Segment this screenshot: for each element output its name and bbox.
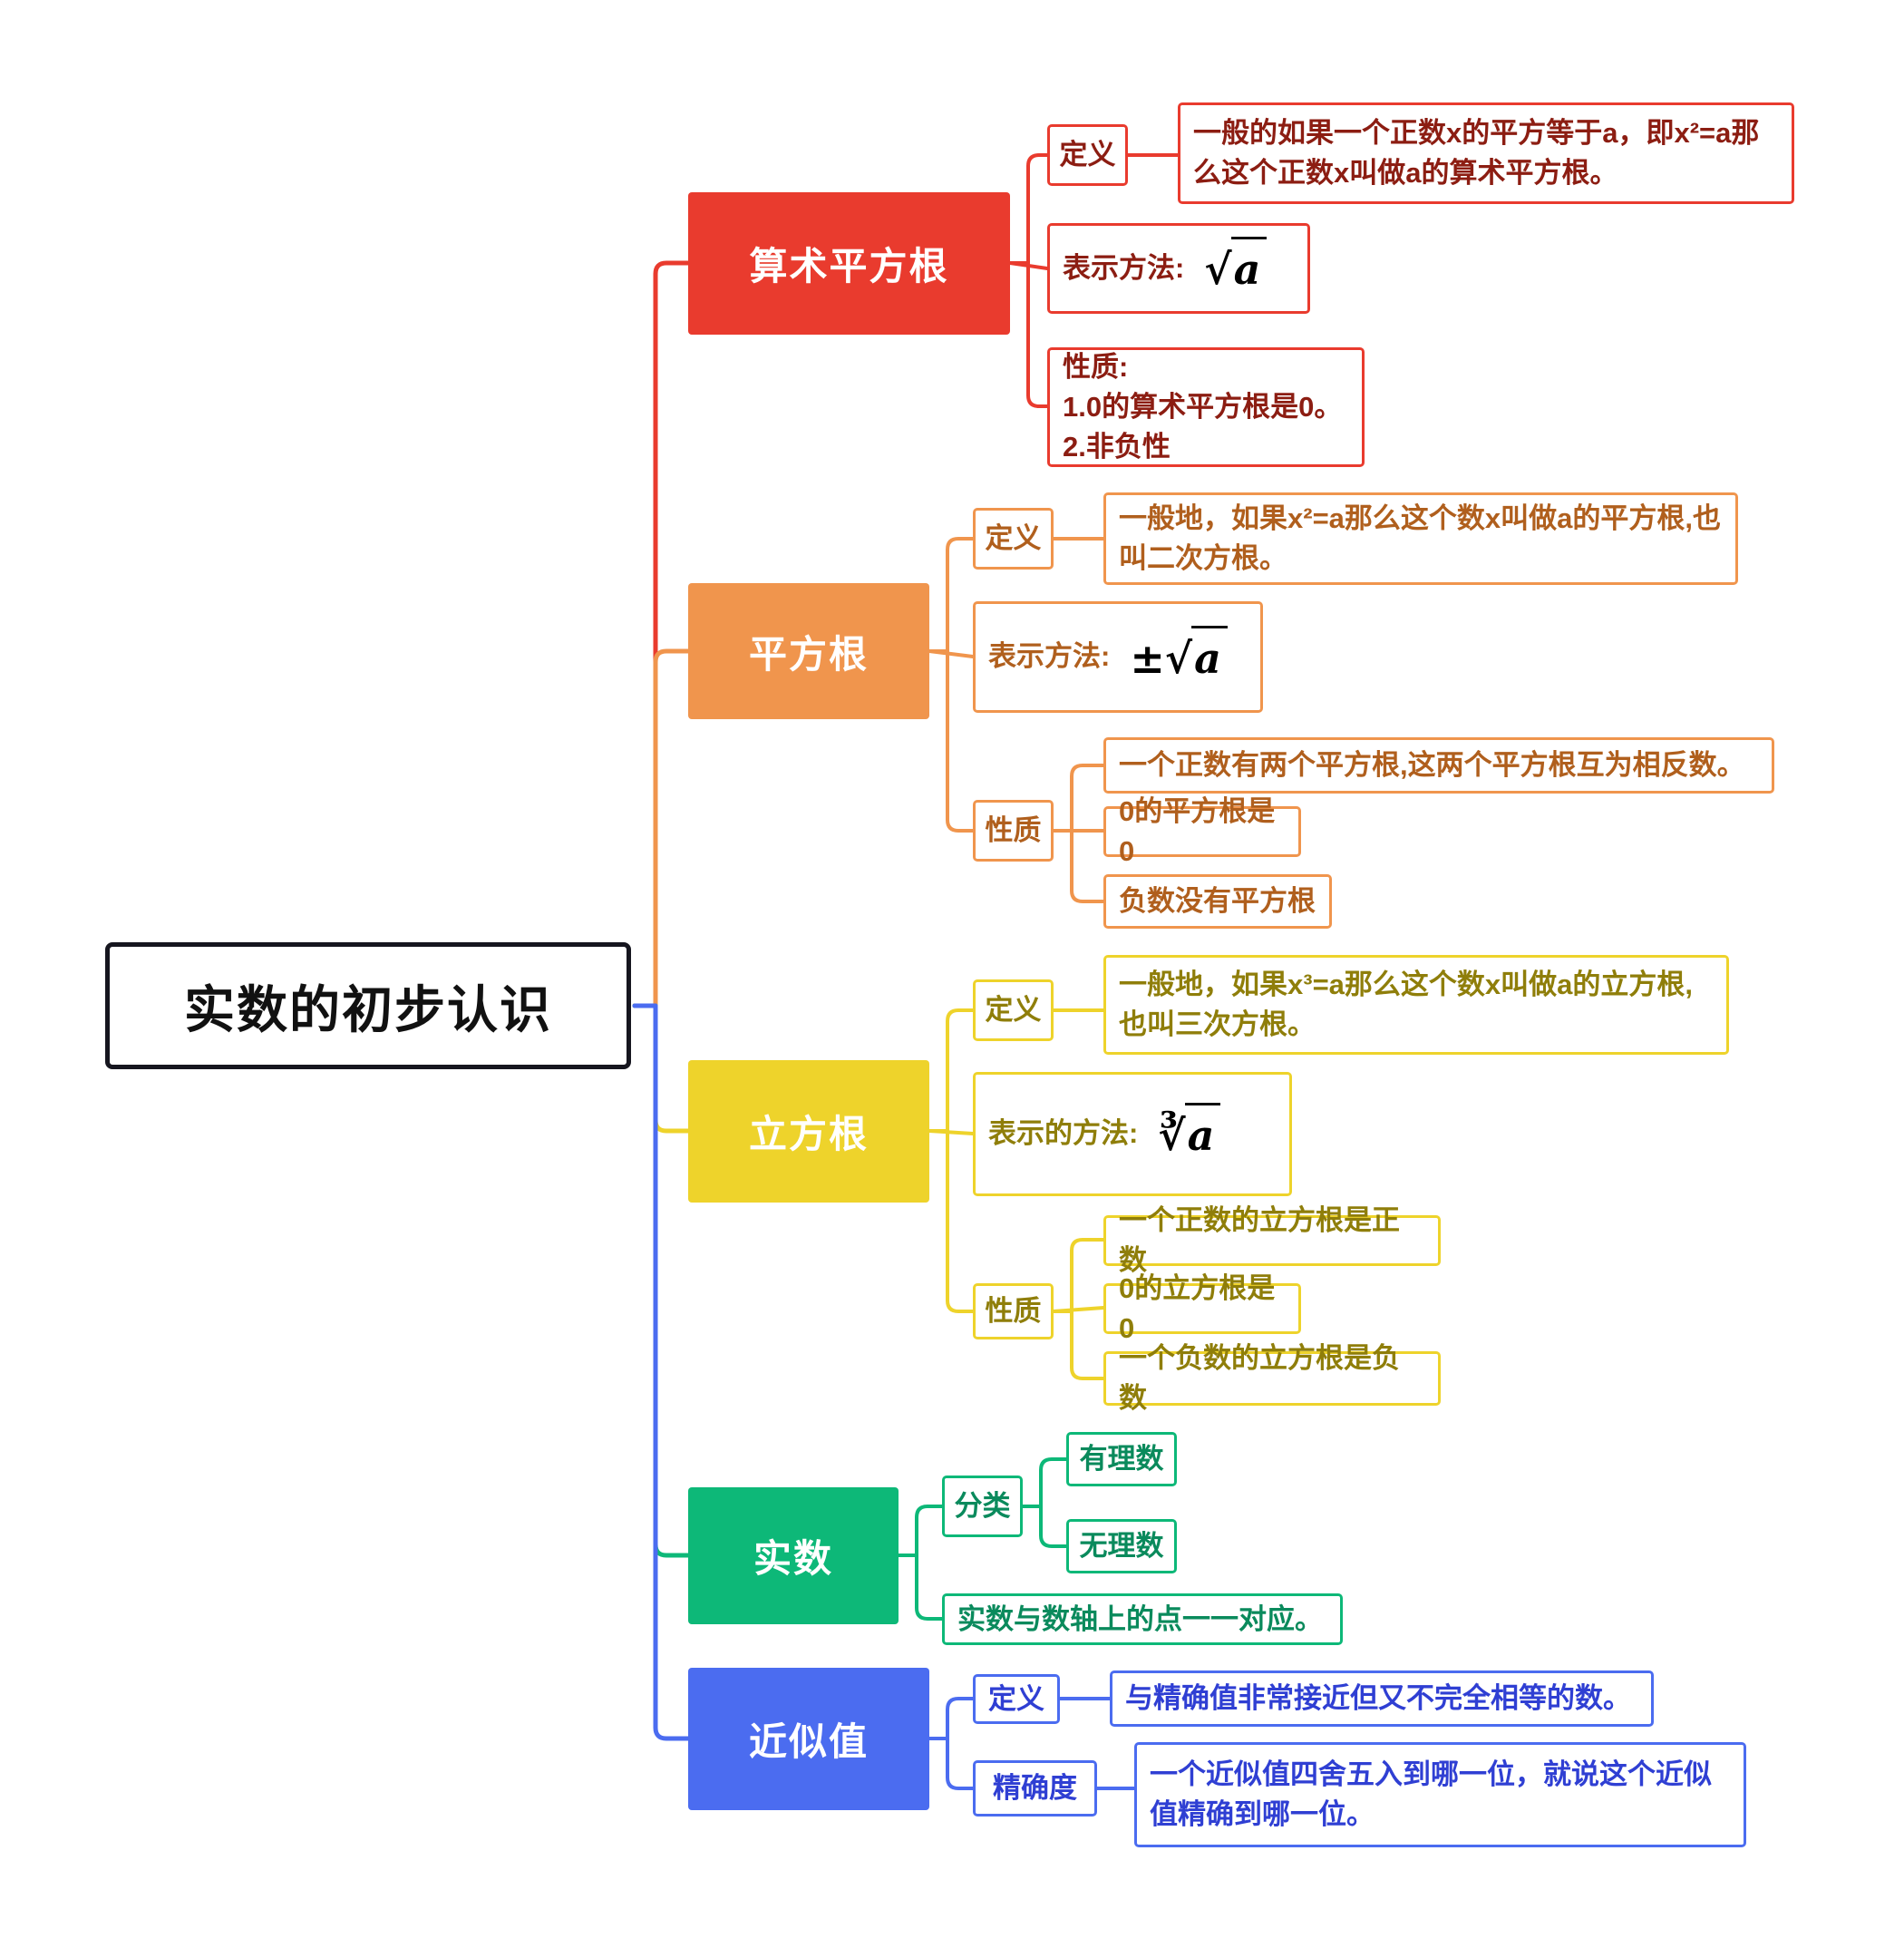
connector-asr-properties (1008, 261, 1049, 408)
branch-label: 平方根 (748, 632, 869, 676)
asr-properties-box[interactable]: 性质: 1.0的算术平方根是0。 2.非负性 (1047, 347, 1365, 467)
sqrt-property-1[interactable]: 一个正数有两个平方根,这两个平方根互为相反数。 (1103, 737, 1774, 794)
connector-approx-definition (928, 1697, 975, 1740)
real-class-irrational[interactable]: 无理数 (1066, 1519, 1177, 1573)
connector-asr-definition (1008, 153, 1049, 265)
branch-real[interactable]: 实数 (688, 1487, 899, 1624)
cube-root-a-formula: ∛a (1158, 1102, 1221, 1165)
connector-cbrt-property-3 (1052, 1310, 1105, 1380)
sqrt-definition-text[interactable]: 一般地，如果x²=a那么这个数x叫做a的平方根,也叫二次方根。 (1103, 492, 1738, 585)
connector-root-to-sqrt (632, 648, 691, 1008)
property-text: 负数没有平方根 (1119, 885, 1316, 917)
sqrt-notation-box[interactable]: 表示方法: ±√a (973, 601, 1263, 713)
cbrt-property-2[interactable]: 0的立方根是0 (1103, 1272, 1301, 1344)
connector-sqrt-notation (928, 649, 975, 658)
branch-label: 立方根 (748, 1113, 869, 1155)
property-text: 一个负数的立方根是负数 (1119, 1341, 1400, 1414)
connector-cbrt-property-1 (1052, 1238, 1105, 1313)
connector-real-irrational (1021, 1505, 1068, 1548)
connector-sqrt-properties (928, 649, 975, 833)
connector-root-to-real (632, 1003, 691, 1558)
cbrt-property-1[interactable]: 一个正数的立方根是正数 (1103, 1204, 1441, 1276)
root-title: 实数的初步认识 (184, 980, 552, 1038)
radical-sign: √ (1204, 245, 1232, 295)
cbrt-definition-text[interactable]: 一般地，如果x³=a那么这个数x叫做a的立方根,也叫三次方根。 (1103, 955, 1729, 1055)
property-text: 一个正数有两个平方根,这两个平方根互为相反数。 (1119, 749, 1745, 781)
connector-cbrt-property-2 (1052, 1306, 1105, 1313)
sqrt-definition-label[interactable]: 定义 (973, 508, 1054, 570)
property-text: 一个正数的立方根是正数 (1119, 1203, 1400, 1276)
approx-precision-label[interactable]: 精确度 (973, 1760, 1097, 1817)
branch-label: 近似值 (748, 1720, 869, 1763)
connector-cbrt-properties (928, 1129, 975, 1313)
definition-text: 一般的如果一个正数x的平方等于a，即x²=a那么这个正数x叫做a的算术平方根。 (1193, 116, 1760, 189)
radicand: a (1230, 237, 1268, 299)
cbrt-notation-box[interactable]: 表示的方法: ∛a (973, 1072, 1292, 1196)
branch-sqrt[interactable]: 平方根 (688, 583, 929, 719)
label-text: 定义 (988, 1682, 1044, 1715)
radical-sign: ∛ (1158, 1110, 1186, 1160)
label-text: 性质 (985, 1294, 1042, 1327)
branch-label: 算术平方根 (749, 245, 949, 287)
cbrt-properties-label[interactable]: 性质 (973, 1283, 1054, 1339)
branch-approx[interactable]: 近似值 (688, 1668, 929, 1810)
notation-label: 表示的方法: (988, 1117, 1139, 1150)
connector-root-to-arithmetic-sqrt (632, 260, 691, 1008)
real-axis-note[interactable]: 实数与数轴上的点一一对应。 (942, 1593, 1343, 1645)
branch-cbrt[interactable]: 立方根 (688, 1060, 929, 1203)
root-node[interactable]: 实数的初步认识 (105, 942, 631, 1069)
approx-precision-text[interactable]: 一个近似值四舍五入到哪一位，就说这个近似值精确到哪一位。 (1134, 1742, 1746, 1847)
asr-definition-text[interactable]: 一般的如果一个正数x的平方等于a，即x²=a那么这个正数x叫做a的算术平方根。 (1178, 102, 1794, 204)
connector-root-to-cbrt (632, 1003, 691, 1134)
connector-approx-precision (928, 1737, 975, 1790)
cbrt-definition-label[interactable]: 定义 (973, 979, 1054, 1041)
connector-sqrt-property-1 (1052, 764, 1105, 833)
sqrt-a-formula: √a (1204, 237, 1268, 299)
real-classify-label[interactable]: 分类 (942, 1476, 1023, 1537)
approx-definition-text[interactable]: 与精确值非常接近但又不完全相等的数。 (1110, 1670, 1654, 1727)
connector-sqrt-definition (928, 537, 975, 653)
connector-root-to-approx (632, 1003, 691, 1741)
class-text: 无理数 (1079, 1529, 1164, 1562)
notation-label: 表示方法: (988, 640, 1111, 673)
asr-notation-box[interactable]: 表示方法: √a (1047, 223, 1310, 314)
definition-text: 一般地，如果x²=a那么这个数x叫做a的平方根,也叫二次方根。 (1119, 502, 1722, 574)
asr-definition-label[interactable]: 定义 (1047, 124, 1128, 186)
label-text: 定义 (1059, 138, 1116, 170)
label-text: 分类 (954, 1489, 1011, 1522)
radicand: a (1184, 1102, 1221, 1165)
branch-label: 实数 (753, 1537, 833, 1580)
property-text: 0的立方根是0 (1119, 1271, 1276, 1344)
label-text: 定义 (985, 521, 1042, 554)
note-text: 实数与数轴上的点一一对应。 (957, 1602, 1323, 1635)
approx-definition-label[interactable]: 定义 (973, 1674, 1060, 1724)
sqrt-properties-label[interactable]: 性质 (973, 800, 1054, 862)
connector-cbrt-definition (928, 1008, 975, 1133)
connector-cbrt-notation (928, 1129, 975, 1135)
connector-real-rational (1021, 1457, 1068, 1508)
notation-label: 表示方法: (1063, 251, 1185, 284)
connector-real-axis-note (897, 1554, 944, 1621)
connector-asr-notation (1008, 261, 1049, 270)
label-text: 定义 (985, 993, 1042, 1026)
radicand: a (1191, 625, 1228, 688)
sqrt-property-2[interactable]: 0的平方根是0 (1103, 795, 1301, 867)
connector-sqrt-property-3 (1052, 829, 1105, 903)
plus-minus-sqrt-a-formula: ±√a (1130, 625, 1228, 688)
sqrt-property-3[interactable]: 负数没有平方根 (1103, 874, 1332, 929)
properties-text: 性质: 1.0的算术平方根是0。 2.非负性 (1063, 350, 1343, 463)
label-text: 精确度 (993, 1771, 1077, 1804)
branch-arithmetic-sqrt[interactable]: 算术平方根 (688, 192, 1010, 335)
property-text: 0的平方根是0 (1119, 794, 1276, 867)
cbrt-property-3[interactable]: 一个负数的立方根是负数 (1103, 1342, 1441, 1414)
radical-sign: ±√ (1130, 633, 1193, 683)
connector-real-classify (897, 1505, 944, 1557)
definition-text: 一般地，如果x³=a那么这个数x叫做a的立方根,也叫三次方根。 (1119, 968, 1694, 1040)
class-text: 有理数 (1079, 1442, 1164, 1475)
label-text: 性质 (985, 813, 1042, 846)
real-class-rational[interactable]: 有理数 (1066, 1432, 1177, 1486)
definition-text: 与精确值非常接近但又不完全相等的数。 (1125, 1682, 1631, 1714)
precision-text: 一个近似值四舍五入到哪一位，就说这个近似值精确到哪一位。 (1150, 1758, 1712, 1830)
